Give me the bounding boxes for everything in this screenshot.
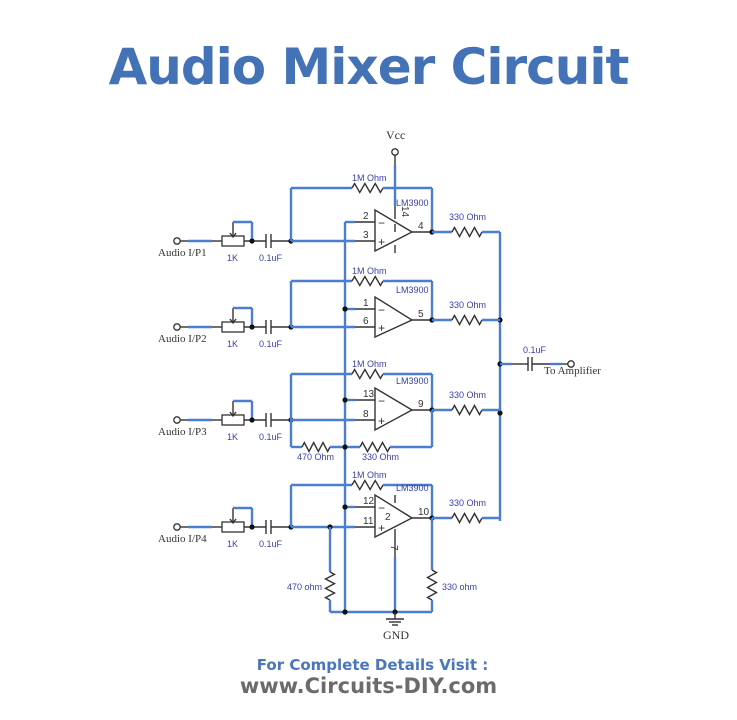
pot-label: 1K <box>227 339 238 349</box>
to-amplifier-label: To Amplifier <box>544 365 601 377</box>
pin-output-label: 5 <box>418 309 424 320</box>
feedback-resistor-icon <box>351 479 384 491</box>
capacitor-label: 0.1uF <box>259 432 283 442</box>
pin-inverting-label: 13 <box>363 389 375 400</box>
pin-noninverting-label: 6 <box>363 316 369 327</box>
output-resistor-label: 330 Ohm <box>449 498 486 508</box>
pin-inverting-label: 12 <box>363 496 375 507</box>
footer-url-link[interactable]: www.Circuits-DIY.com <box>239 674 498 698</box>
pin-inverting-label: 2 <box>363 211 369 222</box>
pot-label: 1K <box>227 253 238 263</box>
bias-resistor-1-icon <box>301 440 331 454</box>
feedback-resistor-icon <box>351 368 384 380</box>
ic-label: LM3900 <box>396 483 429 493</box>
pot-label: 1K <box>227 432 238 442</box>
svg-text:+: + <box>378 521 385 535</box>
svg-text:+: + <box>378 235 385 249</box>
output-resistor-icon <box>451 404 483 416</box>
footer-visit-text: For Complete Details Visit : <box>256 656 489 674</box>
gnd-label: GND <box>383 628 409 642</box>
pin-noninverting-label: 3 <box>363 230 369 241</box>
op-amp-icon <box>374 208 414 253</box>
pin-noninverting-label: 11 <box>363 516 374 527</box>
pin-output-label: 10 <box>418 507 430 518</box>
svg-text:−: − <box>378 216 385 230</box>
output-resistor-icon <box>451 512 483 524</box>
to-amplifier-terminal <box>567 360 575 368</box>
bias-resistor-1-icon <box>323 571 337 601</box>
stage-3: Audio I/P3 1K 0.1uF 1M Ohm − +13 8 LM3900 9 330 O… <box>158 359 500 462</box>
input-label: Audio I/P4 <box>158 533 207 545</box>
svg-text:−: − <box>378 501 385 515</box>
feedback-resistor-label: 1M Ohm <box>352 266 387 276</box>
svg-text:+: + <box>378 414 385 428</box>
feedback-resistor-icon <box>351 182 384 194</box>
stage-2: Audio I/P2 1K 0.1uF 1M Ohm − +1 6 LM3900 5 330 Oh… <box>158 266 500 349</box>
input-label: Audio I/P2 <box>158 333 207 345</box>
svg-text:−: − <box>378 303 385 317</box>
pin-noninverting-label: 8 <box>363 409 369 420</box>
bias-resistor-2-label: 330 Ohm <box>362 452 399 462</box>
input-label: Audio I/P3 <box>158 426 207 438</box>
pin-ground-label: 7 <box>388 545 399 551</box>
pin-inverting-label: 1 <box>363 298 369 309</box>
op-amp-icon <box>374 386 414 432</box>
input-terminal[interactable] <box>173 523 181 531</box>
svg-text:−: − <box>378 394 385 408</box>
output-resistor-label: 330 Ohm <box>449 390 486 400</box>
capacitor-label: 0.1uF <box>259 339 283 349</box>
feedback-resistor-label: 1M Ohm <box>352 173 387 183</box>
op-amp-icon <box>374 295 414 339</box>
vcc-label: Vcc <box>386 128 405 142</box>
pin-inner-label: 2 <box>385 512 391 523</box>
stage-1: Audio I/P1 1K 0.1uF 1M Ohm − +2 3 LM3900 4 330 Oh… <box>158 173 500 263</box>
output-cap-label: 0.1uF <box>523 345 547 355</box>
input-label: Audio I/P1 <box>158 247 207 259</box>
svg-text:+: + <box>378 321 385 335</box>
output-resistor-label: 330 Ohm <box>449 300 486 310</box>
page-title: Audio Mixer Circuit <box>108 38 630 96</box>
ic-label: LM3900 <box>396 285 429 295</box>
input-terminal[interactable] <box>173 237 181 245</box>
feedback-resistor-label: 1M Ohm <box>352 470 387 480</box>
output-resistor-label: 330 Ohm <box>449 212 486 222</box>
pin-output-label: 9 <box>418 399 424 410</box>
feedback-resistor-label: 1M Ohm <box>352 359 387 369</box>
ground-icon <box>386 618 404 626</box>
pin-vcc-label: 14 <box>399 206 410 218</box>
input-terminal[interactable] <box>173 416 181 424</box>
op-amp-icon <box>374 493 414 539</box>
pin-output-label: 4 <box>418 221 424 232</box>
capacitor-label: 0.1uF <box>259 539 283 549</box>
feedback-resistor-icon <box>351 275 384 287</box>
capacitor-label: 0.1uF <box>259 253 283 263</box>
bias-resistor-2-icon <box>359 441 391 453</box>
bias-resistor-1-label: 470 ohm <box>287 582 322 592</box>
stage-4: Audio I/P4 1K 0.1uF 1M Ohm − +12 11 LM3900 10 330… <box>158 470 500 612</box>
output-resistor-icon <box>451 226 483 238</box>
bias-resistor-1-label: 470 Ohm <box>297 452 334 462</box>
ic-label: LM3900 <box>396 376 429 386</box>
input-terminal[interactable] <box>173 323 181 331</box>
bias-resistor-2-label: 330 ohm <box>442 582 477 592</box>
output-resistor-icon <box>451 314 483 326</box>
ic-label: LM3900 <box>396 198 429 208</box>
bias-resistor-2-icon <box>426 569 438 601</box>
vcc-terminal <box>391 148 399 156</box>
pot-label: 1K <box>227 539 238 549</box>
